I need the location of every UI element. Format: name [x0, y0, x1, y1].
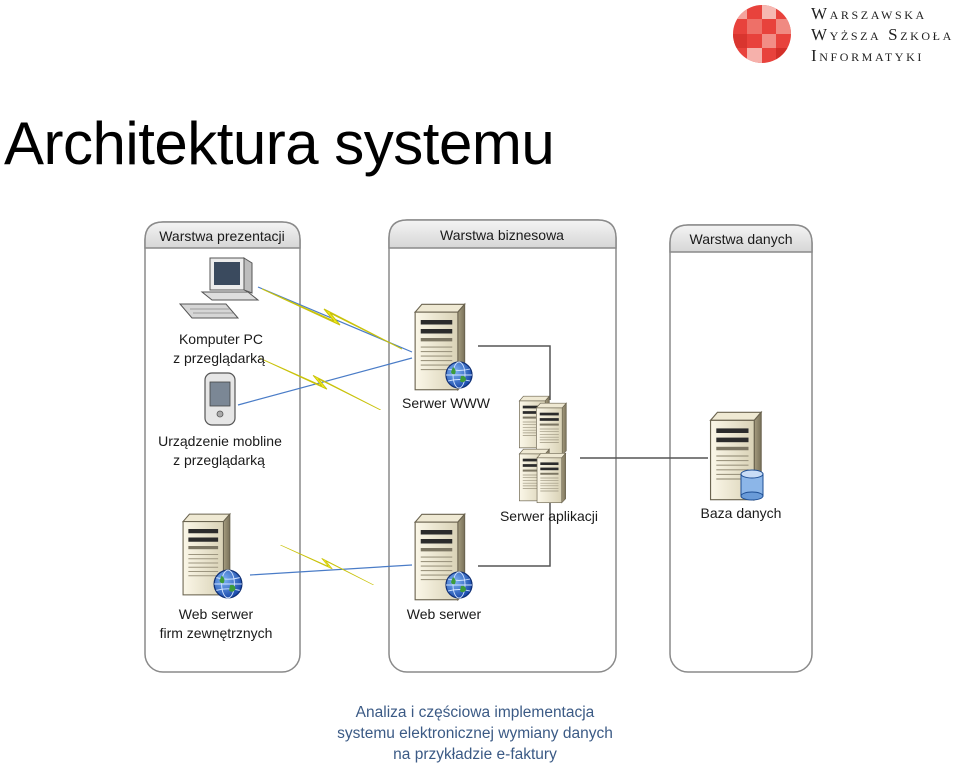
www-server-icon: [414, 303, 473, 391]
page-title: Architektura systemu: [4, 110, 555, 177]
wireless-link-pc-www: [257, 286, 413, 353]
logo-wordmark: Warszawska Wyższa Szkoła Informatyki: [811, 3, 957, 66]
mobile-device-icon: [204, 372, 236, 426]
database-label: Baza danych: [701, 505, 782, 521]
wireless-link-mobile-www: [237, 357, 413, 410]
footer-caption: Analiza i częściowa implementacja system…: [300, 702, 650, 765]
application-server-label: Serwer aplikacji: [500, 508, 598, 524]
logo-line-1: Warszawska: [811, 4, 927, 23]
database-server-icon: [709, 411, 764, 501]
tier-label-business: Warstwa biznesowa: [440, 227, 564, 243]
mobile-label-line-2: z przeglądarką: [173, 452, 265, 468]
architecture-diagram: Warstwa prezentacji Warstwa biznesowa Wa…: [144, 219, 813, 673]
caption-line-2: systemu elektronicznej wymiany danych: [337, 725, 613, 742]
pc-label-line-2: z przeglądarką: [173, 350, 265, 366]
database-cylinder-icon: [740, 469, 764, 501]
web-server-icon: [414, 513, 473, 601]
pc-computer-icon: [178, 257, 260, 319]
tier-label-presentation: Warstwa prezentacji: [159, 228, 285, 244]
external-web-label-line-2: firm zewnętrznych: [160, 625, 273, 641]
wired-connections: [478, 345, 708, 567]
caption-line-1: Analiza i częściowa implementacja: [355, 704, 595, 721]
tier-business: Warstwa biznesowa: [388, 219, 617, 673]
logo-mark-icon: [733, 5, 791, 63]
caption-line-3: na przykładzie e-faktury: [393, 746, 557, 763]
www-server-label: Serwer WWW: [402, 395, 491, 411]
tier-label-data: Warstwa danych: [690, 231, 793, 247]
logo-line-3: Informatyki: [811, 46, 924, 65]
pc-label-line-1: Komputer PC: [179, 331, 263, 347]
mobile-label-line-1: Urządzenie mobline: [158, 433, 282, 449]
application-server-cluster-icon: [518, 395, 567, 504]
logo-line-2: Wyższa Szkoła: [811, 25, 954, 44]
external-web-label-line-1: Web serwer: [179, 606, 254, 622]
university-logo: Warszawska Wyższa Szkoła Informatyki: [731, 3, 957, 67]
web-server-label: Web serwer: [407, 606, 482, 622]
wireless-link-external-web: [249, 545, 413, 585]
